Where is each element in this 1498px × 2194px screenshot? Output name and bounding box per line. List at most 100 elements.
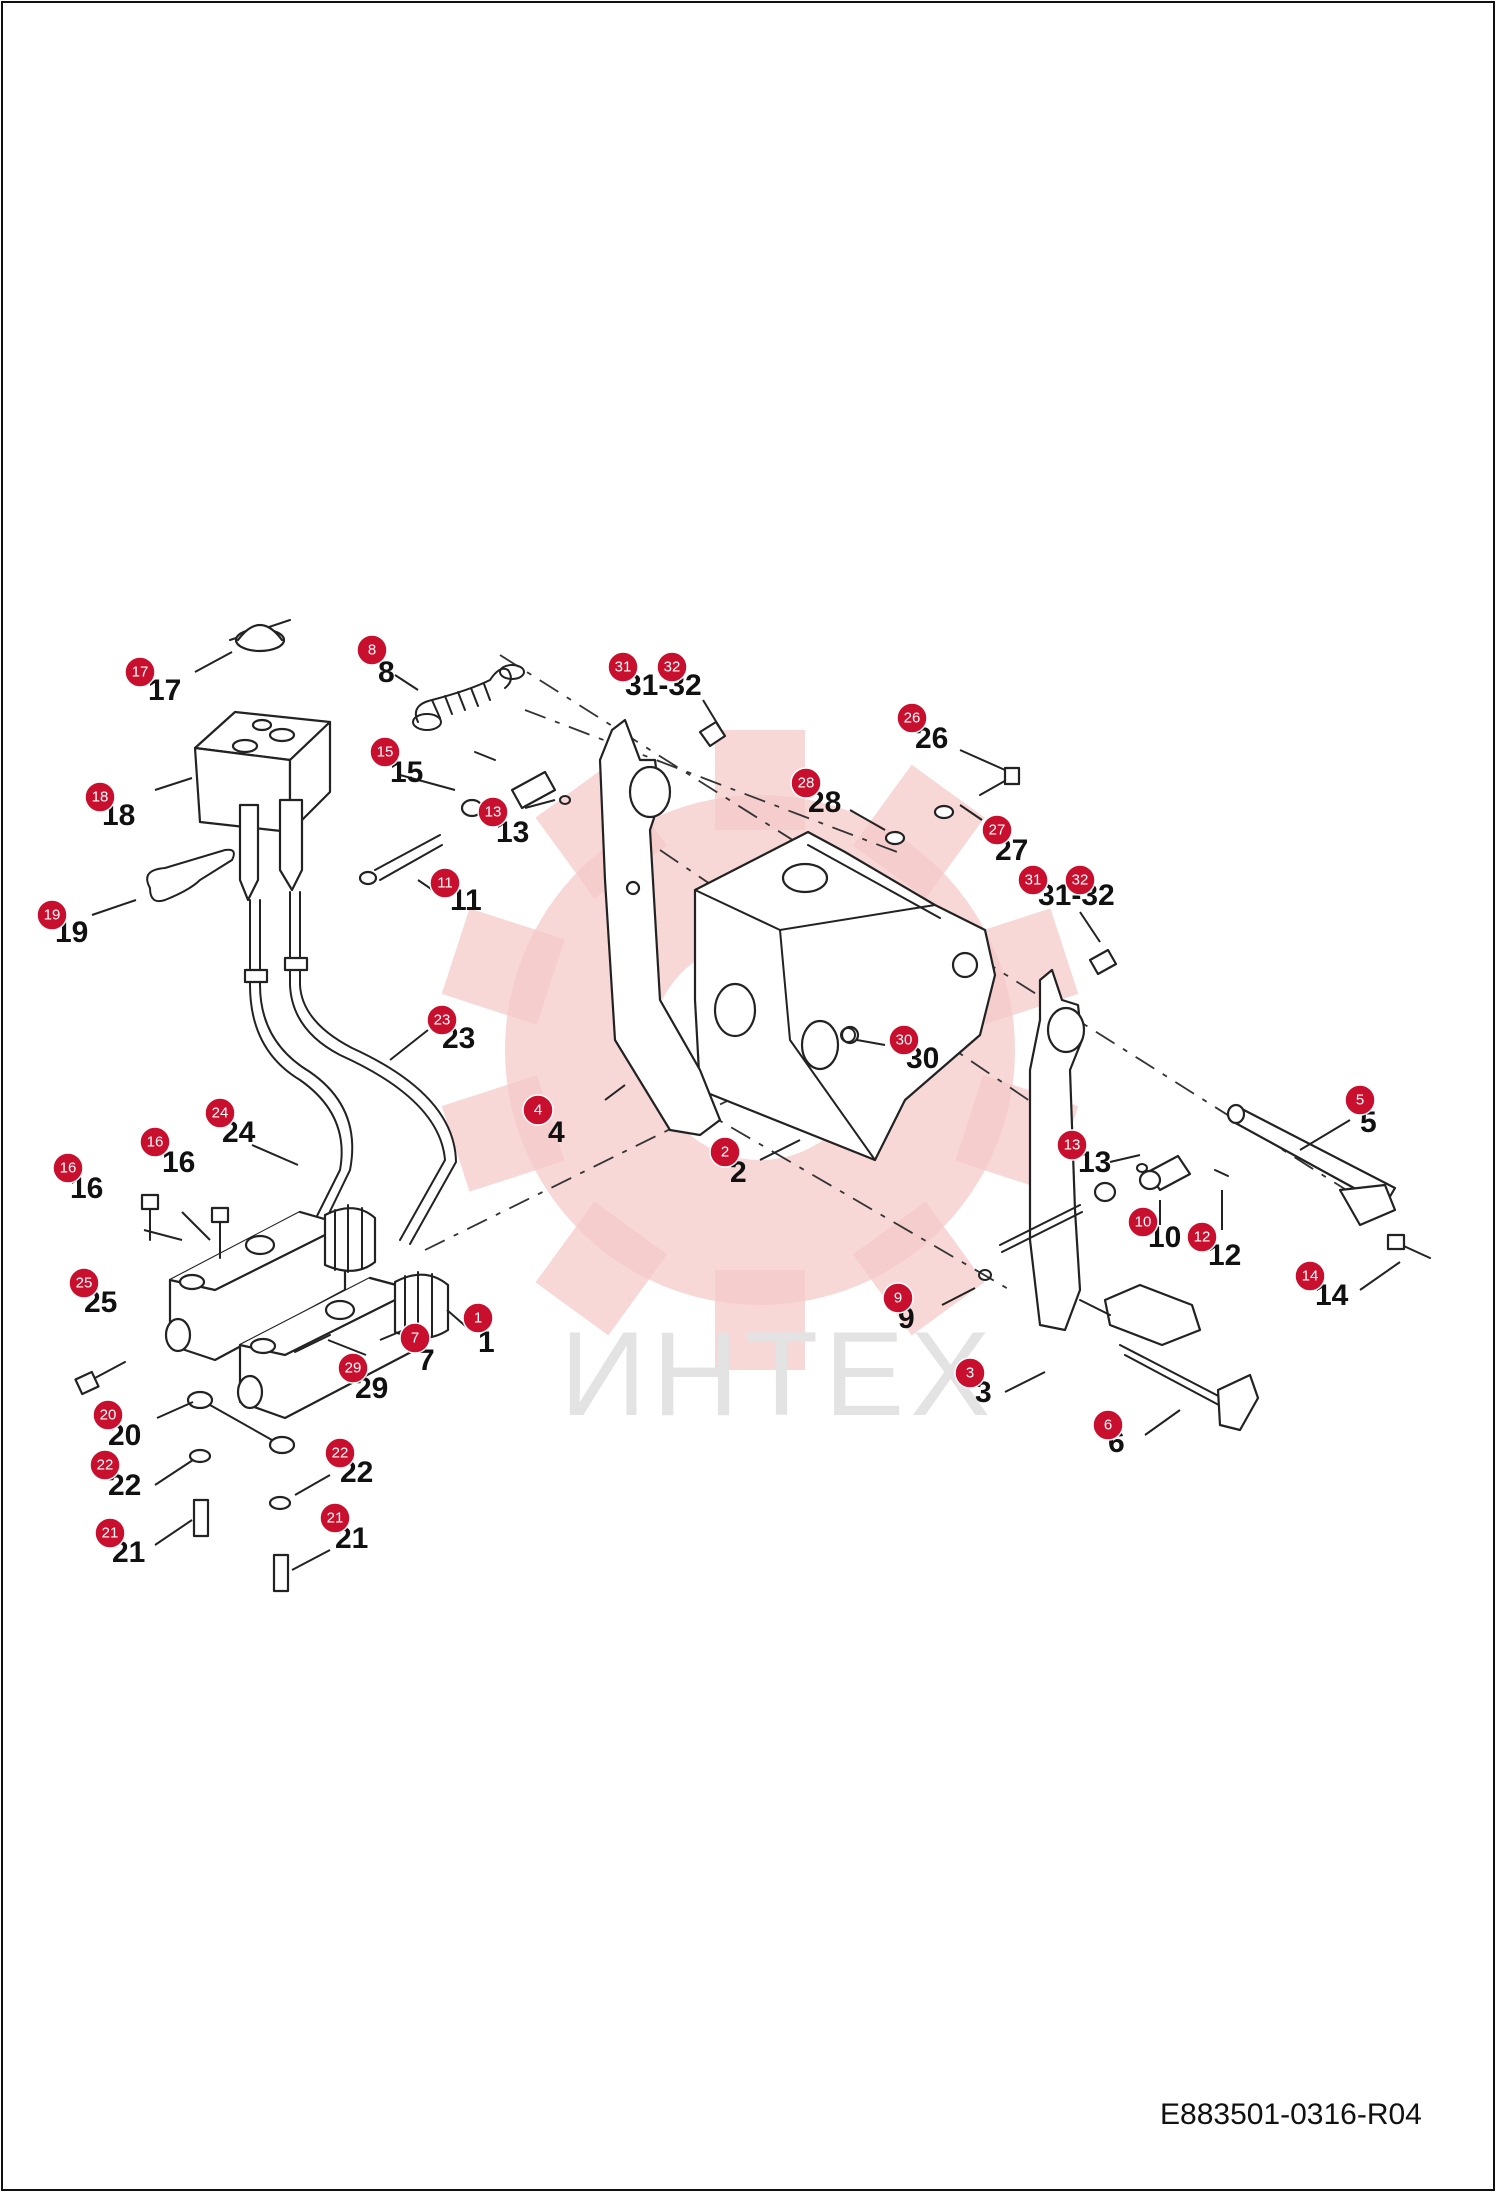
svg-text:11: 11	[437, 875, 453, 892]
svg-text:4: 4	[534, 1102, 542, 1119]
clutch-linkage-parts	[358, 664, 1118, 976]
callout-marker[interactable]: 9	[882, 1282, 914, 1314]
pivot-bolt	[1386, 1233, 1431, 1259]
svg-text:19: 19	[44, 907, 61, 924]
brake-pedal	[978, 968, 1260, 1432]
svg-text:21: 21	[102, 1525, 119, 1542]
callout-marker[interactable]: 3	[954, 1357, 986, 1389]
svg-text:22: 22	[332, 1445, 349, 1462]
bleeder-screw	[294, 1334, 331, 1353]
svg-text:12: 12	[1194, 1229, 1211, 1246]
washers	[188, 1448, 292, 1511]
callout-marker[interactable]: 26	[896, 702, 928, 734]
callout-marker[interactable]: 32	[656, 651, 688, 683]
svg-text:17: 17	[132, 664, 149, 681]
svg-text:7: 7	[411, 1330, 419, 1347]
callout-marker[interactable]: 10	[1127, 1206, 1159, 1238]
callout-marker[interactable]: 1	[462, 1302, 494, 1334]
reservoir-cap	[229, 619, 291, 653]
cylinder-mounting-bolts	[140, 1193, 230, 1259]
svg-text:10: 10	[1135, 1214, 1152, 1231]
svg-text:5: 5	[1356, 1092, 1364, 1109]
svg-text:9: 9	[894, 1290, 902, 1307]
svg-text:16: 16	[60, 1160, 77, 1177]
callout-marker[interactable]: 16	[139, 1126, 171, 1158]
svg-text:31: 31	[1025, 872, 1042, 889]
part-label: 8	[378, 656, 395, 689]
callout-marker[interactable]: 21	[94, 1517, 126, 1549]
svg-text:23: 23	[434, 1012, 451, 1029]
callout-marker[interactable]: 13	[1056, 1129, 1088, 1161]
svg-text:25: 25	[76, 1275, 93, 1292]
svg-text:21: 21	[327, 1510, 344, 1527]
callout-marker[interactable]: 6	[1092, 1409, 1124, 1441]
part-label: 4	[548, 1116, 565, 1149]
svg-text:18: 18	[92, 789, 109, 806]
callout-marker[interactable]: 13	[477, 796, 509, 828]
washer-and-bolt-upper	[840, 766, 1021, 1043]
callout-marker[interactable]: 22	[324, 1437, 356, 1469]
callout-marker[interactable]: 22	[89, 1449, 121, 1481]
callout-marker[interactable]: 5	[1344, 1084, 1376, 1116]
callout-marker[interactable]: 20	[92, 1399, 124, 1431]
hose-clip	[146, 848, 235, 903]
connecting-pipe	[186, 1390, 296, 1455]
callout-marker[interactable]: 8	[356, 634, 388, 666]
callout-marker[interactable]: 17	[124, 656, 156, 688]
part-label: 16	[162, 1146, 195, 1179]
svg-text:6: 6	[1104, 1417, 1112, 1434]
callout-marker[interactable]: 14	[1294, 1260, 1326, 1292]
svg-text:3: 3	[966, 1365, 974, 1382]
callout-marker[interactable]: 7	[399, 1322, 431, 1354]
callout-marker[interactable]: 11	[429, 867, 461, 899]
svg-text:22: 22	[97, 1457, 114, 1474]
svg-text:16: 16	[147, 1134, 164, 1151]
callout-marker[interactable]: 24	[204, 1097, 236, 1129]
svg-text:2: 2	[721, 1144, 729, 1161]
callout-marker[interactable]: 31	[607, 651, 639, 683]
svg-text:30: 30	[896, 1032, 913, 1049]
callout-marker[interactable]: 12	[1186, 1221, 1218, 1253]
svg-text:28: 28	[798, 775, 815, 792]
svg-text:20: 20	[100, 1407, 117, 1424]
svg-text:27: 27	[989, 822, 1006, 839]
callout-marker[interactable]: 29	[337, 1352, 369, 1384]
brake-master-cylinder-assembly	[74, 619, 458, 1593]
callout-marker[interactable]: 2	[709, 1136, 741, 1168]
svg-text:13: 13	[485, 804, 502, 821]
callout-marker[interactable]: 25	[68, 1267, 100, 1299]
svg-text:32: 32	[664, 659, 681, 676]
svg-text:31: 31	[615, 659, 632, 676]
watermark-text: ИНТЕХ	[560, 1307, 996, 1441]
pedal-shaft	[1226, 1103, 1397, 1227]
callout-marker[interactable]: 31	[1017, 864, 1049, 896]
fluid-reservoir	[193, 710, 332, 902]
svg-text:8: 8	[368, 642, 376, 659]
reservoir-hoses	[243, 891, 458, 1245]
document-code: E883501-0316-R04	[1160, 2098, 1422, 2131]
clutch-pedal	[598, 718, 722, 1137]
part-label: 7	[418, 1344, 435, 1377]
printed-part-numbers: 1 2 3 4 5 6 7 8 9 10 11 12 13 13 14 15 1…	[55, 656, 1377, 1569]
callout-marker[interactable]: 32	[1064, 864, 1096, 896]
callout-marker[interactable]: 30	[888, 1024, 920, 1056]
callout-marker[interactable]: 4	[522, 1094, 554, 1126]
callout-marker[interactable]: 18	[84, 781, 116, 813]
hollow-bolts	[192, 1498, 290, 1593]
callout-marker[interactable]: 21	[319, 1502, 351, 1534]
part-label: 1	[478, 1326, 495, 1359]
callout-marker[interactable]: 16	[52, 1152, 84, 1184]
clevis-brake	[1093, 1154, 1229, 1203]
svg-text:1: 1	[474, 1310, 482, 1327]
callout-marker[interactable]: 15	[369, 736, 401, 768]
callout-marker[interactable]: 23	[426, 1004, 458, 1036]
return-spring	[414, 667, 512, 723]
master-cylinder-rear	[164, 1204, 377, 1362]
banjo-bolt	[74, 1361, 126, 1396]
callout-marker[interactable]: 27	[981, 814, 1013, 846]
callout-marker[interactable]: 28	[790, 767, 822, 799]
callout-marker[interactable]: 19	[36, 899, 68, 931]
svg-text:13: 13	[1064, 1137, 1081, 1154]
